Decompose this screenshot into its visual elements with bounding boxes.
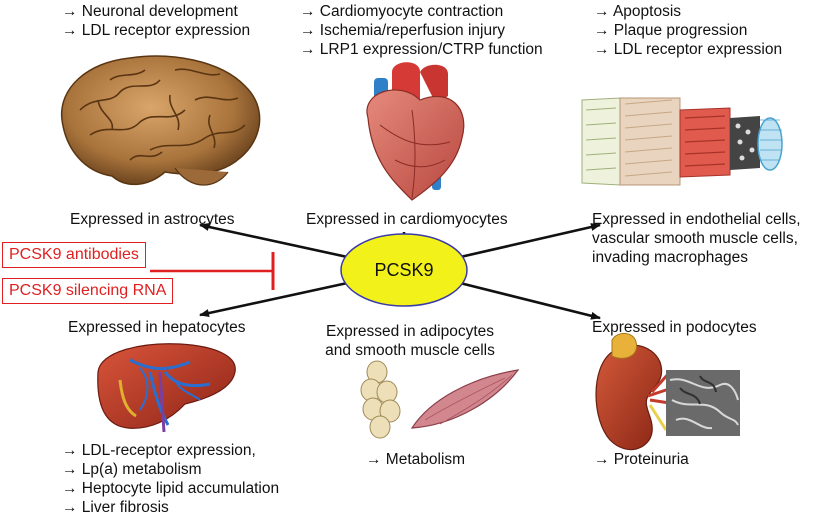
- brain-expression: Expressed in astrocytes: [70, 211, 235, 228]
- vessel-effect-item: → Plaque progression: [594, 22, 748, 39]
- inhibitor-silencing-rna-label: PCSK9 silencing RNA: [9, 282, 167, 299]
- brain-effects: → Neuronal development → LDL receptor ex…: [62, 2, 250, 40]
- heart-effect-item: → Cardiomyocyte contraction: [300, 3, 504, 20]
- smooth-muscle-image: [410, 369, 520, 429]
- vessel-expression-line: invading macrophages: [592, 249, 748, 266]
- vessel-effect-item: → Apoptosis: [594, 3, 682, 20]
- kidney-image: [595, 333, 740, 451]
- adipose-expression-line: and smooth muscle cells: [325, 342, 495, 359]
- liver-effect-item: → Lp(a) metabolism: [62, 461, 202, 478]
- arrow-to-astrocytes: [199, 223, 353, 260]
- pcsk9-label: PCSK9: [374, 260, 434, 280]
- liver-effect-item: → Liver fibrosis: [62, 499, 169, 516]
- liver-effects: → LDL-receptor expression, → Lp(a) metab…: [62, 441, 279, 517]
- adipose-effect: → Metabolism: [366, 451, 466, 468]
- arrow-to-hepatocytes: [199, 280, 353, 317]
- arrow-to-vascular: [455, 223, 601, 260]
- adipocytes-image: [360, 360, 401, 439]
- brain-effect-item: → Neuronal development: [62, 3, 238, 20]
- heart-effect-item: → Ischemia/reperfusion injury: [300, 22, 506, 39]
- kidney-effect: → Proteinuria: [594, 451, 689, 468]
- liver-effect-item: → Heptocyte lipid accumulation: [62, 480, 280, 497]
- kidney-expression: Expressed in podocytes: [592, 319, 757, 336]
- liver-image: [97, 343, 236, 433]
- inhibitor-silencing-rna: PCSK9 silencing RNA: [2, 278, 174, 304]
- liver-effect-item: → LDL-receptor expression,: [62, 442, 256, 459]
- vessel-effects: → Apoptosis → Plaque progression → LDL r…: [594, 2, 782, 59]
- arrow-to-podocytes: [455, 280, 601, 320]
- adipose-expression: Expressed in adipocytes and smooth muscl…: [325, 322, 495, 360]
- vessel-expression-line: vascular smooth muscle cells,: [592, 230, 798, 247]
- blood-vessel-image: [581, 97, 783, 186]
- vessel-expression: Expressed in endothelial cells, vascular…: [592, 210, 801, 267]
- heart-effect-item: → LRP1 expression/CTRP function: [300, 41, 543, 58]
- vessel-effect-item: → LDL receptor expression: [594, 41, 783, 58]
- heart-effects: → Cardiomyocyte contraction → Ischemia/r…: [300, 2, 543, 59]
- brain-image: [60, 55, 261, 186]
- inhibitor-antibodies: PCSK9 antibodies: [2, 242, 146, 268]
- heart-image: [366, 62, 465, 201]
- heart-expression: Expressed in cardiomyocytes: [306, 211, 508, 228]
- adipose-expression-line: Expressed in adipocytes: [325, 323, 494, 340]
- brain-effect-item: → LDL receptor expression: [62, 22, 251, 39]
- inhibitor-antibodies-label: PCSK9 antibodies: [9, 246, 139, 263]
- liver-expression: Expressed in hepatocytes: [68, 319, 246, 336]
- vessel-expression-line: Expressed in endothelial cells,: [592, 211, 801, 228]
- pcsk9-hub: [340, 233, 468, 307]
